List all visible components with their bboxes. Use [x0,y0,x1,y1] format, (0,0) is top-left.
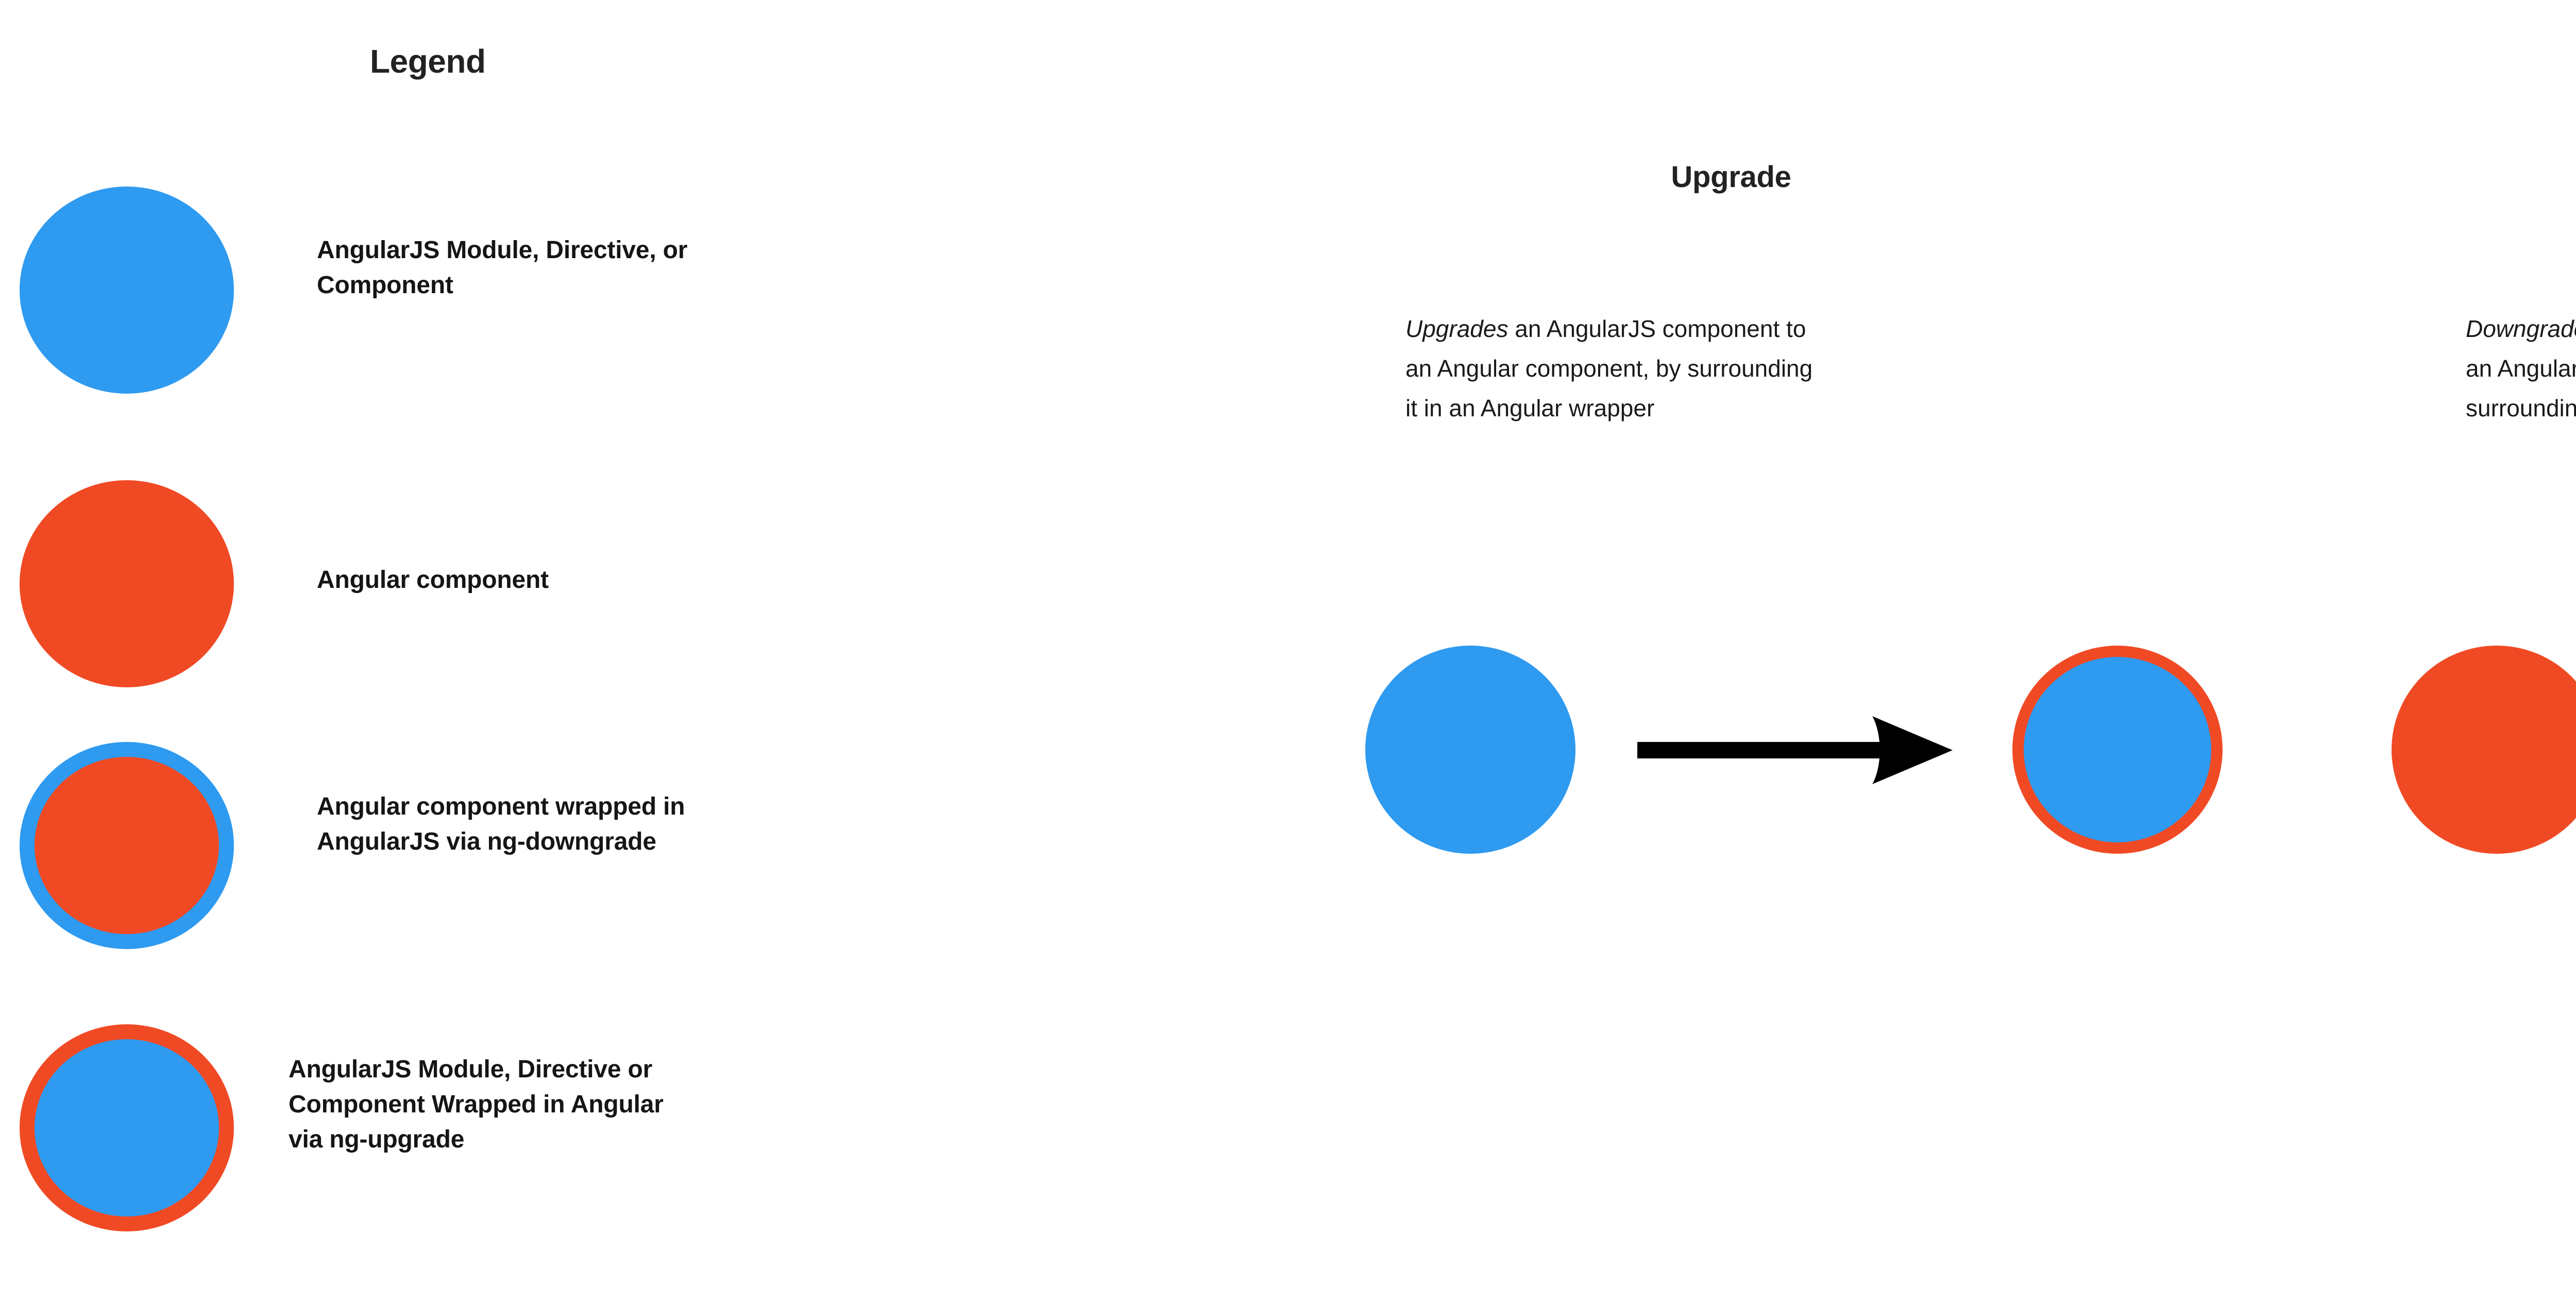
upgrade-right-arrow-icon [1637,716,1953,784]
upgrade-description-emphasis: Upgrades [1405,315,1509,342]
upgrade-target-blue-circle-in-red-ring-icon [2012,646,2223,854]
legend-swatch-red-circle-icon [20,480,234,687]
legend-item-label: Angular component [317,566,549,594]
upgrade-source-blue-circle-icon [1365,646,1575,854]
legend-item-label: Angular component wrapped in AngularJS v… [317,793,685,855]
upgrade-description-rest: an AngularJS component to an Angular com… [1405,315,1813,421]
downgrade-description-rest: an Angular component to an AngularJS com… [2466,355,2576,421]
legend-item-label: AngularJS Module, Directive, or Componen… [317,236,688,299]
downgrade-column-description: Downgrades an Angular component to an An… [2466,309,2576,428]
legend-title: Legend [370,43,486,80]
downgrade-description-emphasis: Downgrades [2466,315,2576,342]
downgrade-source-red-circle-icon [2392,646,2576,854]
upgrade-column-description: Upgrades an AngularJS component to an An… [1405,309,2168,428]
legend-swatch-red-circle-in-blue-ring-icon [20,742,234,949]
upgrade-column-title: Upgrade [1671,160,1791,194]
legend-item-label: AngularJS Module, Directive or Component… [289,1056,664,1153]
legend-swatch-blue-circle-icon [20,187,234,394]
legend-swatch-blue-circle-in-red-ring-icon [20,1024,234,1231]
